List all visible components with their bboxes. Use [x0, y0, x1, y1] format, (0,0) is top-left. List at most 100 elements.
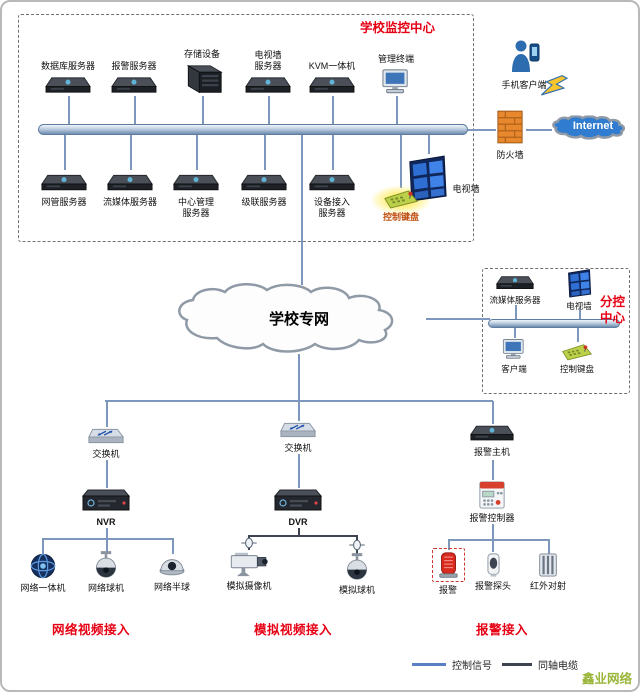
- device-label: 数据库服务器: [40, 60, 95, 71]
- connector-line: [105, 400, 493, 402]
- sub-client: 客户端: [486, 338, 542, 375]
- bus-bar: [488, 319, 620, 328]
- device-label: 交换机: [92, 449, 120, 459]
- connector-line: [514, 328, 516, 338]
- device-mgmt-terminal: 管理终端: [360, 40, 432, 96]
- connector-line: [106, 401, 108, 427]
- analog-box-camera: 模拟摄像机: [218, 550, 280, 592]
- control-keyboard-icon: [561, 342, 593, 361]
- switch-icon: [279, 420, 317, 440]
- device-label: 电视墙服务器: [254, 49, 282, 71]
- connector-line: [298, 401, 300, 421]
- switch-icon: [87, 426, 125, 446]
- device-label: 网络半球: [153, 582, 190, 592]
- server-icon: [107, 172, 153, 194]
- device-label: 交换机: [284, 443, 312, 453]
- network-terminal-icon: [29, 552, 57, 580]
- firewall-label: 防火墙: [496, 150, 524, 160]
- server-icon: [496, 274, 534, 292]
- device-label: NVR: [96, 517, 116, 527]
- server-icon: [111, 75, 157, 96]
- watermark: 鑫业网络: [582, 672, 633, 686]
- legend-coax-line: [502, 663, 532, 666]
- server-icon: [470, 423, 514, 444]
- sub-stream-server: 流媒体服务器: [484, 274, 546, 306]
- sub-control-keyboard: 控制键盘: [548, 342, 606, 375]
- device-label: 报警服务器: [111, 60, 157, 71]
- caption-alarm-access: 报警接入: [476, 623, 529, 637]
- infrared-beam-icon: [536, 552, 560, 578]
- server-icon: [241, 172, 287, 194]
- connector-line: [577, 328, 579, 342]
- connector-line: [332, 135, 334, 170]
- caption-analog-access: 模拟视频接入: [254, 623, 333, 637]
- device-label: 流媒体服务器: [102, 197, 157, 207]
- device-label: 网络球机: [87, 583, 124, 593]
- connector-line: [106, 538, 108, 554]
- storage-icon: [181, 63, 223, 96]
- device-access-server: 设备接入服务器: [296, 172, 368, 220]
- bnc-connector-icon: [241, 537, 257, 549]
- box-camera-icon: [227, 550, 271, 578]
- device-label: 模拟摄像机: [226, 581, 272, 591]
- connector-line: [196, 135, 198, 170]
- connector-line: [130, 135, 132, 170]
- sub-tv-wall: 电视墙: [554, 268, 604, 312]
- dvr: DVR: [272, 488, 324, 528]
- server-icon: [309, 75, 355, 96]
- device-netmgmt-server: 网管服务器: [28, 172, 100, 208]
- server-icon: [45, 75, 91, 96]
- connector-line: [492, 524, 494, 539]
- mobile-client-icon: [508, 38, 542, 74]
- network-dome-camera: 网络球机: [81, 550, 131, 594]
- device-label: 控制键盘: [382, 212, 419, 222]
- network-terminal: 网络一体机: [14, 552, 72, 594]
- connector-line: [448, 539, 450, 550]
- device-label: 流媒体服务器: [489, 295, 541, 305]
- nvr: NVR: [80, 488, 132, 528]
- alarm-detector: 报警探头: [470, 552, 516, 592]
- internet-label: Internet: [572, 120, 614, 132]
- device-label: 控制键盘: [559, 364, 594, 374]
- connector-line: [298, 454, 300, 488]
- device-label: 网管服务器: [41, 197, 87, 207]
- sub-center-box: [482, 268, 630, 394]
- connector-line: [492, 539, 494, 552]
- infrared-beam: 红外对射: [524, 552, 572, 592]
- device-kvm: KVM一体机: [296, 40, 368, 96]
- device-alarm-server: 报警服务器: [98, 40, 170, 96]
- firewall-icon: [496, 108, 524, 146]
- connector-line: [172, 538, 174, 554]
- device-label: 设备接入服务器: [313, 197, 350, 219]
- internet-cloud: Internet: [550, 102, 636, 154]
- server-icon: [173, 172, 219, 194]
- sub-center-title: 分控中心: [600, 295, 626, 326]
- device-label: 红外对射: [529, 581, 566, 591]
- connector-line: [301, 135, 303, 285]
- device-label: 报警控制器: [469, 513, 515, 523]
- control-keyboard-icon: [383, 188, 419, 209]
- device-label: 网络一体机: [20, 583, 66, 593]
- connector-line: [268, 96, 270, 124]
- switch-middle: 交换机: [264, 420, 332, 454]
- alarm-siren-box: [431, 548, 465, 582]
- connector-line: [492, 401, 494, 424]
- connector-line: [515, 305, 517, 319]
- school-network-label: 学校专网: [268, 311, 329, 328]
- connector-line: [579, 309, 581, 319]
- network-half-dome: 网络半球: [147, 555, 197, 593]
- device-label: 客户端: [501, 364, 527, 374]
- connector-line: [426, 318, 490, 320]
- device-storage: 存储设备: [166, 40, 238, 96]
- connector-line: [42, 538, 44, 554]
- bus-bar: [38, 124, 468, 135]
- monitoring-center-box: [18, 14, 474, 242]
- connector-line: [468, 129, 496, 131]
- device-label: DVR: [288, 517, 308, 527]
- connector-line: [68, 96, 70, 124]
- analog-dome-camera: 模拟球机: [332, 552, 382, 596]
- server-icon: [309, 172, 355, 194]
- dome-camera-icon: [344, 552, 370, 582]
- caption-network-access: 网络视频接入: [52, 623, 131, 637]
